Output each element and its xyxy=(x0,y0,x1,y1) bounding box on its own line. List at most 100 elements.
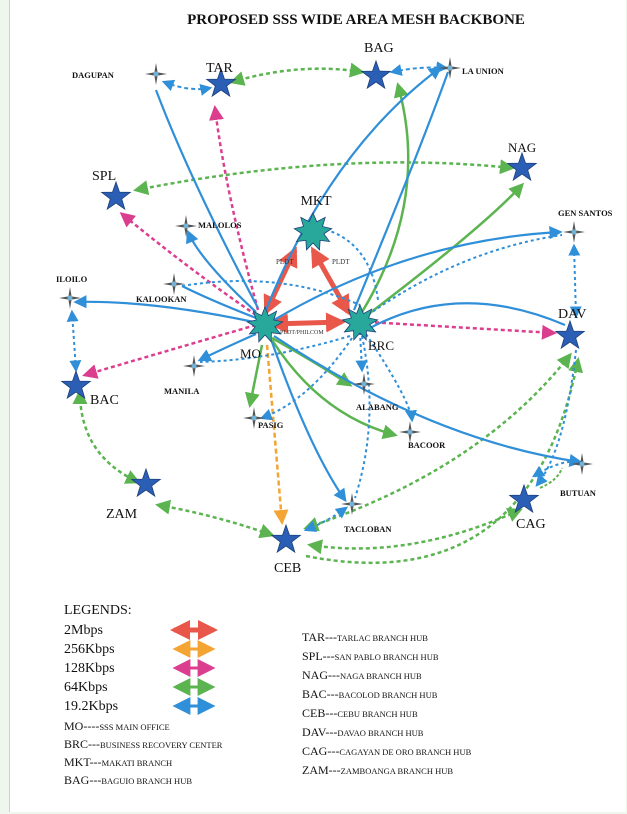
link-19k-dav-gensantos xyxy=(568,243,582,319)
link-64k-brc-nag xyxy=(357,182,525,323)
link-19k-mo-gensantos xyxy=(273,225,563,321)
link-256k-mo-ceb xyxy=(265,344,289,525)
node-brc-icon xyxy=(341,303,379,341)
link-19k-mo-iloilo xyxy=(73,295,255,324)
link-19k-mo-butuan xyxy=(273,335,583,467)
legend: LEGENDS: 2Mbps 256Kbps 128Kbps 64Kbps 19… xyxy=(64,603,472,787)
node-spl-icon xyxy=(100,180,132,211)
legend-speed-label: 64Kbps xyxy=(64,680,108,695)
legend-def-mo: MO----SSS MAIN OFFICE xyxy=(64,719,170,733)
link-128k-brc-dav xyxy=(367,320,557,340)
link-64k-spl-nag xyxy=(133,159,515,196)
legend-speed-label: 2Mbps xyxy=(64,623,103,638)
legend-speed-label: 256Kbps xyxy=(64,642,115,657)
legend-speed-label: 128Kbps xyxy=(64,661,115,676)
label-malolos: MALOLOS xyxy=(198,220,242,230)
label-alabang: ALABANG xyxy=(356,402,399,412)
diagram-title: PROPOSED SSS WIDE AREA MESH BACKBONE xyxy=(187,12,525,28)
node-tacloban-icon xyxy=(341,493,363,515)
link-64k-zam-ceb xyxy=(155,499,275,539)
label-manila: MANILA xyxy=(164,386,200,396)
link-19k-brc-manila xyxy=(199,335,351,363)
label-gensantos: GEN SANTOS xyxy=(558,208,613,218)
link-19k-dav-cag xyxy=(535,349,577,487)
legend-def-brc: BRC---BUSINESS RECOVERY CENTER xyxy=(64,737,223,751)
label-tar: TAR xyxy=(206,61,234,76)
label-spl: SPL xyxy=(92,169,116,184)
node-gensantos-icon xyxy=(563,221,585,243)
link-label-mo-brc: PLDT/PHILCOM xyxy=(280,330,324,336)
link-64k-ceb-cag xyxy=(307,508,523,555)
legend-heading: LEGENDS: xyxy=(64,603,132,618)
node-launion-icon xyxy=(439,57,461,79)
node-bacoor-icon xyxy=(399,421,421,443)
legend-def-spl: SPL---SAN PABLO BRANCH HUB xyxy=(302,649,439,663)
label-pasig: PASIG xyxy=(258,420,284,430)
label-dagupan: DAGUPAN xyxy=(72,70,115,80)
diagram-sheet: PROPOSED SSS WIDE AREA MESH BACKBONE xyxy=(9,0,626,812)
node-malolos-icon xyxy=(175,215,197,237)
link-label-pldt-right: PLDT xyxy=(332,258,350,266)
links xyxy=(66,61,583,565)
link-128k-mo-bac xyxy=(82,323,257,379)
node-bac-icon xyxy=(60,369,92,400)
node-pasig-icon xyxy=(243,407,265,429)
label-nag: NAG xyxy=(508,140,536,155)
node-manila-icon xyxy=(183,355,205,377)
label-cag: CAG xyxy=(516,517,546,532)
link-19k-dagupan-tar xyxy=(161,79,213,96)
legend-def-nag: NAG---NAGA BRANCH HUB xyxy=(302,668,422,682)
node-bag-icon xyxy=(360,59,392,90)
link-64k-brc-bag xyxy=(360,82,410,313)
link-19k-brc-launion xyxy=(352,71,450,311)
nodes-layer xyxy=(59,57,593,554)
label-brc: BRC xyxy=(368,338,394,353)
label-ceb: CEB xyxy=(274,561,301,576)
link-19k-brc-pasig xyxy=(259,337,353,421)
label-kalookan: KALOOKAN xyxy=(136,294,187,304)
legend-def-dav: DAV---DAVAO BRANCH HUB xyxy=(302,725,424,739)
link-19k-brc-gensantos xyxy=(367,234,563,316)
label-mkt: MKT xyxy=(300,194,332,209)
link-19k-ceb-tacloban xyxy=(303,506,348,532)
link-19k-mo-malolos xyxy=(186,229,257,313)
link-label-pldt-left: PLDT xyxy=(276,258,294,266)
node-tar-icon xyxy=(205,67,237,98)
node-ceb-icon xyxy=(270,523,302,554)
link-64k-mo-alabang xyxy=(271,336,353,387)
link-128k-mo-spl xyxy=(119,212,257,317)
label-launion: LA UNION xyxy=(462,66,505,76)
link-19k-iloilo-bac xyxy=(66,309,82,373)
link-64k-ceb-dav xyxy=(303,352,572,532)
node-dagupan-icon xyxy=(145,63,167,85)
label-tacloban: TACLOBAN xyxy=(344,524,392,534)
legend-def-cag: CAG---CAGAYAN DE ORO BRANCH HUB xyxy=(302,744,472,758)
link-19k-mo-launion xyxy=(264,66,443,311)
label-zam: ZAM xyxy=(106,507,138,522)
label-butuan: BUTUAN xyxy=(560,488,597,498)
link-128k-mo-tar xyxy=(209,105,260,311)
link-19k-brc-tacloban xyxy=(354,335,371,499)
link-19k-mo-kalookan xyxy=(181,285,257,320)
legend-speed-label: 19.2Kbps xyxy=(64,699,118,714)
link-2mbps-mo-brc xyxy=(268,312,346,334)
node-mo-icon xyxy=(246,305,284,343)
legend-def-tar: TAR---TARLAC BRANCH HUB xyxy=(302,630,428,644)
legend-def-ceb: CEB---CEBU BRANCH HUB xyxy=(302,706,418,720)
legend-def-bac: BAC---BACOLOD BRANCH HUB xyxy=(302,687,438,701)
node-labels: MKT MO BRC TAR BAG NAG SPL DAV BAC ZAM C… xyxy=(56,41,613,576)
label-iloilo: ILOILO xyxy=(56,274,88,284)
legend-def-zam: ZAM---ZAMBOANGA BRANCH HUB xyxy=(302,763,453,777)
label-mo: MO xyxy=(240,346,261,361)
label-bacoor: BACOOR xyxy=(408,440,446,450)
legend-def-bag: BAG---BAGUIO BRANCH HUB xyxy=(64,773,192,787)
link-19k-brc-dav xyxy=(369,302,566,329)
node-dav-icon xyxy=(554,319,586,350)
link-19k-mkt-brc xyxy=(319,227,379,301)
node-butuan-icon xyxy=(571,453,593,475)
link-19k-cag-butuan xyxy=(531,460,577,478)
label-bag: BAG xyxy=(364,41,394,56)
node-zam-icon xyxy=(130,467,162,498)
link-19k-brc-alabang xyxy=(355,331,368,373)
link-2mbps-mkt-mo xyxy=(263,246,298,316)
